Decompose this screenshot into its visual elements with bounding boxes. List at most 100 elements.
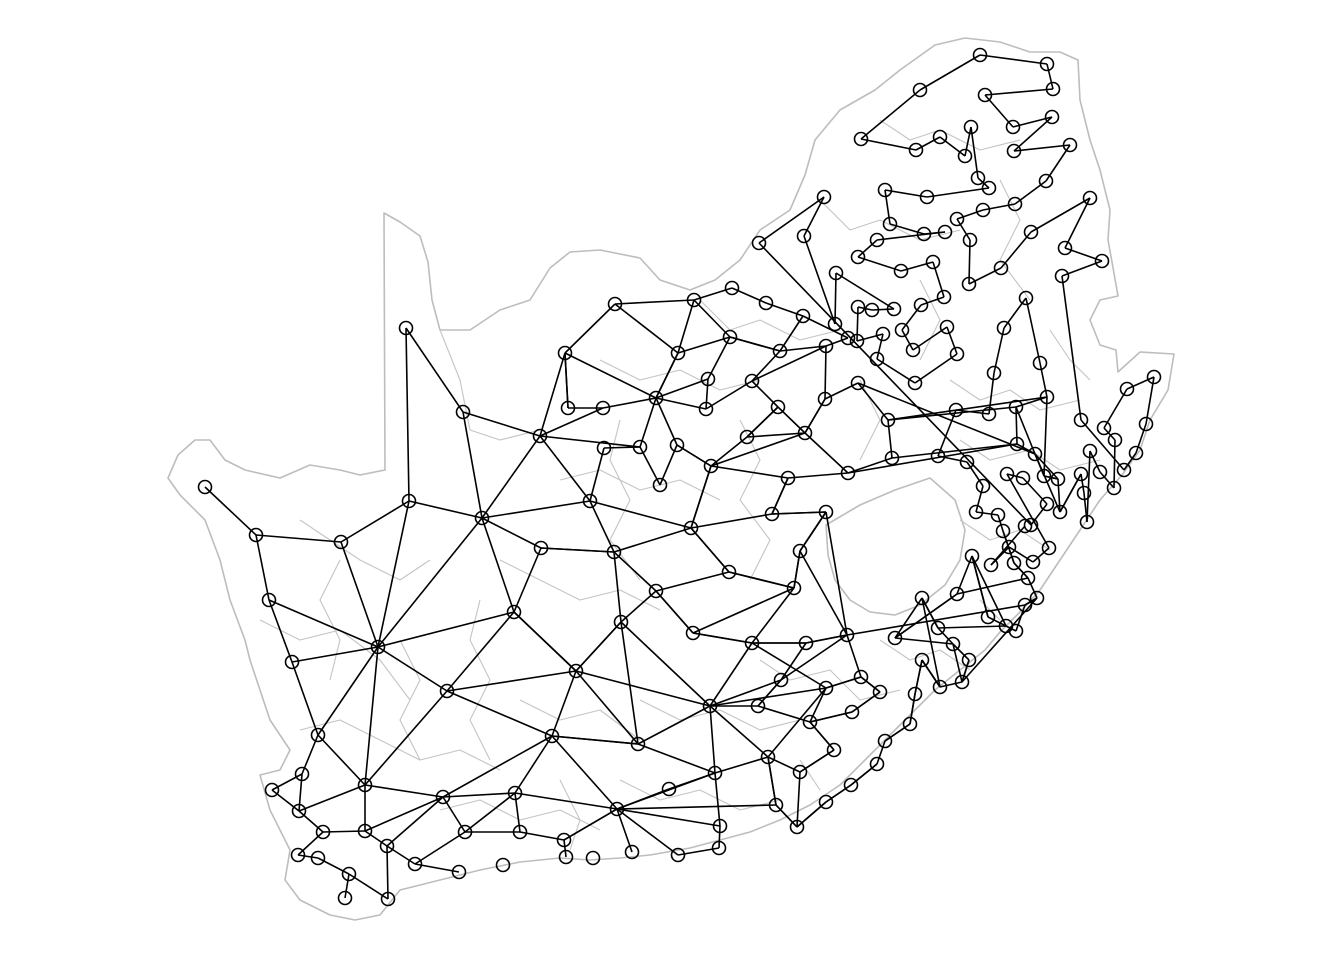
neighbour-edge [564,352,569,409]
region-centroid-marker [1023,224,1039,240]
neighbour-edge [1086,450,1091,523]
region-centroid-marker [1007,196,1023,212]
neighbour-edge [348,873,389,900]
neighbour-edge [271,789,300,812]
neighbour-edge [446,670,577,692]
region-centroid-marker [916,226,932,242]
region-centroid-marker [439,683,455,699]
neighbour-edge [414,831,466,865]
neighbour-edge [876,231,946,241]
region-centroid-marker [474,510,490,526]
region-centroid-marker [1001,539,1017,555]
region-centroid-marker [1094,253,1110,269]
neighbour-edge [514,735,553,794]
region-centroid-marker [792,543,808,559]
region-centroid-marker [661,781,677,797]
neighbour-edge [690,527,730,573]
region-centroid-marker [1079,514,1095,530]
region-centroid-marker [913,297,929,313]
neighbour-edge [751,642,827,689]
region-centroid-marker [669,437,685,453]
neighbour-edge [464,792,516,833]
neighbour-edge [386,845,389,900]
neighbour-edge [932,261,945,298]
region-centroid-marker [1023,517,1039,533]
neighbour-edge [860,89,921,140]
region-centroid-marker [398,320,414,336]
neighbour-edge [1008,546,1034,563]
region-centroid-marker [1062,137,1078,153]
neighbour-edge [539,352,566,437]
region-centroid-marker [758,295,774,311]
neighbour-edge [851,691,881,713]
region-centroid-marker [853,669,869,685]
neighbour-edge [796,771,801,828]
neighbour-edge [637,705,711,745]
neighbour-edge [317,857,350,875]
neighbour-edge [939,136,966,157]
region-centroid-marker [341,866,357,882]
region-centroid-marker [798,635,814,651]
neighbour-edge [255,534,342,543]
region-centroid-marker [826,742,842,758]
region-centroid-marker [937,224,953,240]
region-centroid-marker [853,131,869,147]
neighbour-edge [1006,473,1050,549]
neighbour-edge [860,676,881,693]
neighbour-edge [834,272,837,325]
neighbour-edge [1034,453,1059,480]
neighbour-edge [824,345,827,400]
region-centroid-marker [595,400,611,416]
neighbour-edge [1015,604,1026,632]
neighbour-edge [364,690,448,786]
neighbour-edge [271,773,303,791]
neighbour-edge [446,690,553,737]
neighbour-edge [690,465,712,529]
neighbour-edge [825,676,862,689]
region-centroid-marker [1073,412,1089,428]
region-centroid-marker [744,635,760,651]
region-centroid-marker [828,265,844,281]
region-centroid-marker [1029,590,1045,606]
region-centroid-marker [451,864,467,880]
region-centroid-marker [932,679,948,695]
region-centroid-marker [996,320,1012,336]
neighbour-edge [977,177,990,189]
region-centroid-marker [930,448,946,464]
region-centroid-marker [557,345,573,361]
neighbour-edge [937,625,1007,629]
neighbour-edge [414,863,460,873]
neighbour-edge [894,637,954,645]
region-centroid-marker [770,399,786,415]
region-centroid-marker [869,351,885,367]
region-centroid-marker [907,686,923,702]
region-centroid-marker [975,478,991,494]
neighbour-edge [970,126,979,179]
region-centroid-marker [975,202,991,218]
region-centroid-marker [908,142,924,158]
neighbour-edge [803,235,836,325]
region-centroid-marker [380,891,396,907]
region-centroid-marker [780,470,796,486]
region-centroid-marker [1082,443,1098,459]
neighbour-edges [204,54,1155,900]
neighbour-edge [968,267,1002,285]
neighbour-edge [894,597,923,639]
neighbour-edge [825,511,848,636]
neighbour-edge [968,239,971,285]
neighbour-edge [758,196,825,244]
neighbour-edge [539,435,641,448]
neighbour-edge [1002,530,1015,564]
neighbour-edge [871,308,895,311]
neighbour-edge [614,303,679,354]
neighbour-edge [364,784,444,798]
region-centroid-marker [1073,466,1089,482]
region-centroid-marker [764,506,780,522]
neighbour-edge [1145,376,1155,425]
region-centroid-marker [702,698,718,714]
neighbour-edge [386,845,416,865]
neighbour-edge [956,209,984,220]
neighbour-edge [710,436,748,467]
neighbour-edge [1099,471,1115,489]
neighbour-edge [825,784,852,803]
